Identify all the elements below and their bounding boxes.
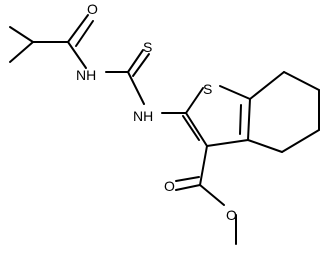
bond-c3a-to-c3 <box>206 139 249 147</box>
bond-c7a-to-c7 <box>249 71 285 100</box>
atom-label-ester-carbonyl-oxygen: O <box>164 178 175 194</box>
bond-c3-to-ester-carbon <box>199 145 208 186</box>
atom-label-amide-nh: NH <box>76 67 96 83</box>
atom-label-thiocarbonyl-sulfur: S <box>143 39 152 55</box>
atom-label-thiophene-sulfur: S <box>203 81 212 97</box>
bond-thiocarbonyl-to-s-2 <box>132 53 150 77</box>
bond-ester-carbon-to-o-1 <box>175 184 201 191</box>
bond-carbonyl-to-nh <box>67 41 87 69</box>
atom-label-thioamide-nh: NH <box>133 108 153 124</box>
bond-thiocarbonyl-to-s-1 <box>127 49 144 73</box>
bond-c7-to-c6 <box>283 71 320 91</box>
bond-thiocarbonyl-to-nh <box>127 71 145 105</box>
bond-c2-to-s <box>185 87 204 114</box>
bond-c3-to-c2-2 <box>182 115 200 141</box>
bond-c7a-to-c3a-2 <box>239 104 242 135</box>
atom-label-ester-methoxy-oxygen: O <box>226 207 237 223</box>
bond-s-to-c7a <box>219 85 251 100</box>
bond-c4-to-c3a <box>247 139 283 153</box>
bond-methyl-top-to-ch <box>9 26 34 43</box>
bond-ester-carbon-to-o-2 <box>175 176 200 182</box>
bond-carbonyl-to-o-2 <box>75 20 94 47</box>
bond-methyl-bottom-to-ch <box>9 41 34 63</box>
bond-c3-to-c2-1 <box>185 112 208 147</box>
bond-carbonyl-to-o-1 <box>67 14 89 43</box>
bond-c7a-to-c3a-1 <box>247 98 251 141</box>
bond-ester-carbon-to-methoxy-o <box>199 184 225 206</box>
bond-c5-to-c4 <box>281 129 320 153</box>
atom-label-acyl-oxygen: O <box>87 1 98 17</box>
